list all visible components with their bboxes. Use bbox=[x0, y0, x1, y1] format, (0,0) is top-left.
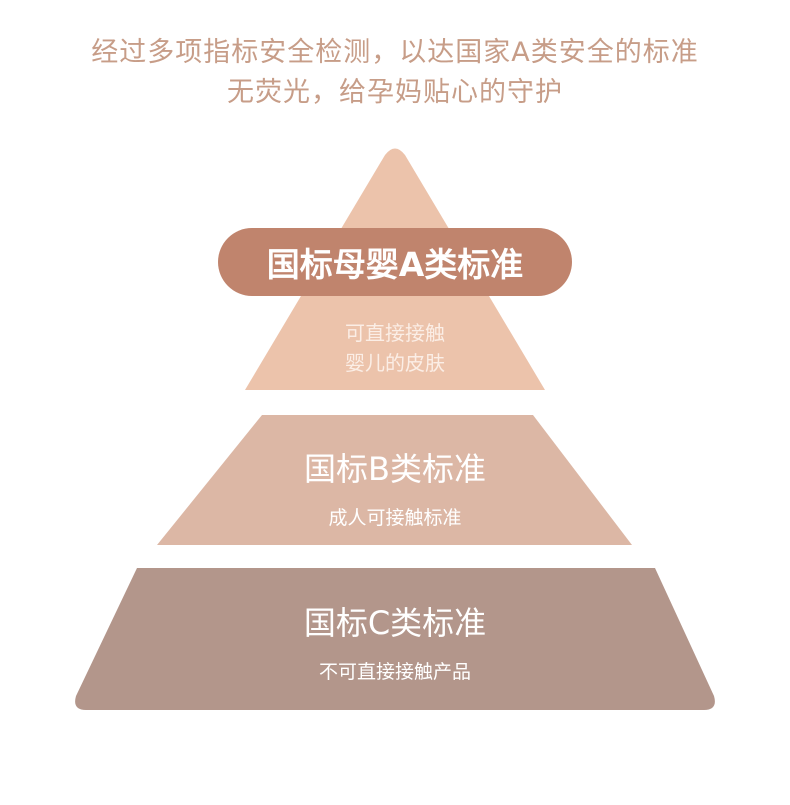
tier-c-desc: 不可直接接触产品 bbox=[318, 661, 471, 683]
tier-a-desc-2: 婴儿的皮肤 bbox=[345, 351, 445, 375]
header-line-2: 无荧光，给孕妈贴心的守护 bbox=[227, 77, 563, 108]
tier-b-desc: 成人可接触标准 bbox=[328, 507, 462, 529]
header-line-1: 经过多项指标安全检测，以达国家A类安全的标准 bbox=[91, 37, 699, 68]
tier-c-title: 国标C类标准 bbox=[303, 604, 487, 642]
tier-a-title-pill: 国标母婴A类标准 bbox=[218, 228, 572, 296]
tier-a-desc-1: 可直接接触 bbox=[345, 321, 445, 345]
pyramid-tier-bottom bbox=[75, 568, 715, 710]
pyramid-tier-middle bbox=[157, 415, 632, 545]
tier-b-title: 国标B类标准 bbox=[304, 450, 486, 488]
